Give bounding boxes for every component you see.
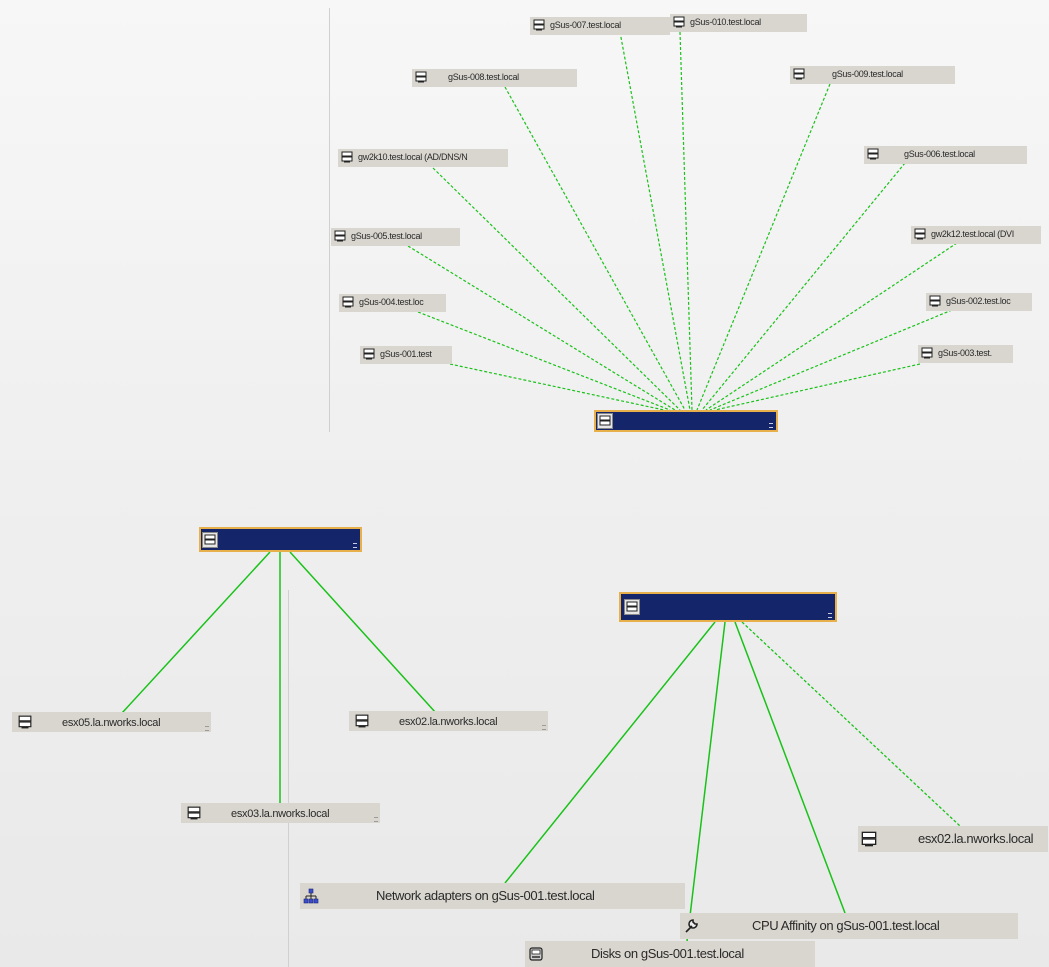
link [701, 162, 906, 411]
node-label: gSus-004.test.loc [359, 297, 424, 307]
node-gsus-003[interactable]: gSus-003.test. [918, 345, 1013, 363]
link [121, 551, 271, 714]
node-gsus-005[interactable]: gSus-005.test.local [331, 228, 460, 246]
hub-left[interactable] [199, 527, 362, 552]
link [289, 551, 437, 714]
node-gsus-001[interactable]: gSus-001.test [360, 346, 452, 364]
resize-grip[interactable] [828, 613, 832, 618]
link [417, 311, 671, 411]
resize-grip[interactable] [542, 725, 546, 730]
resize-grip[interactable] [353, 543, 357, 548]
pane-divider-top [329, 8, 330, 432]
node-label: gSus-009.test.local [832, 69, 903, 79]
server-icon [673, 16, 685, 28]
node-label: gSus-002.test.loc [946, 296, 1011, 306]
node-gsus-008[interactable]: gSus-008.test.local [412, 69, 577, 87]
link [684, 621, 726, 959]
node-esx05[interactable]: esx05.la.nworks.local [12, 712, 211, 732]
resize-grip[interactable] [769, 423, 773, 428]
node-esx02-right[interactable]: esx02.la.nworks.local [858, 826, 1048, 852]
pane-divider-bottom [288, 590, 289, 967]
node-label: gSus-001.test [380, 349, 432, 359]
server-icon [415, 71, 427, 83]
group-icon [597, 413, 613, 429]
node-label: gSus-005.test.local [351, 231, 422, 241]
link [705, 242, 958, 411]
link [714, 363, 921, 411]
node-label: esx05.la.nworks.local [62, 717, 161, 729]
node-label: esx02.la.nworks.local [399, 716, 498, 728]
link [709, 309, 953, 411]
server-icon [334, 230, 346, 242]
node-gw2k12[interactable]: gw2k12.test.local (DVI [911, 226, 1041, 244]
node-gsus-007[interactable]: gSus-007.test.local [530, 17, 670, 35]
server-icon [363, 348, 375, 360]
node-label: Disks on gSus-001.test.local [591, 946, 744, 961]
server-icon [342, 296, 354, 308]
group-icon [202, 532, 218, 548]
node-gsus-010[interactable]: gSus-010.test.local [670, 14, 807, 32]
hub-top[interactable] [594, 410, 778, 432]
node-label: Network adapters on gSus-001.test.local [376, 888, 595, 903]
server-icon [793, 68, 805, 80]
node-label: gSus-003.test. [938, 348, 992, 358]
node-cpu-affinity[interactable]: CPU Affinity on gSus-001.test.local [680, 913, 1018, 939]
resize-grip[interactable] [205, 726, 209, 731]
link [741, 621, 961, 827]
link [504, 621, 716, 884]
link [504, 86, 686, 411]
link [679, 31, 693, 411]
node-label: CPU Affinity on gSus-001.test.local [752, 918, 940, 933]
server-icon [929, 295, 941, 307]
node-label: gSus-007.test.local [550, 20, 621, 30]
server-icon [861, 831, 877, 847]
node-esx02-left[interactable]: esx02.la.nworks.local [349, 711, 548, 731]
node-gsus-002[interactable]: gSus-002.test.loc [926, 293, 1032, 311]
wrench-icon [685, 919, 698, 933]
hub-right[interactable] [619, 592, 837, 622]
link [619, 31, 691, 411]
server-icon [18, 715, 32, 729]
node-network-adapters[interactable]: Network adapters on gSus-001.test.local [300, 883, 685, 909]
server-icon [914, 228, 926, 240]
server-icon [341, 151, 353, 163]
link [407, 245, 676, 411]
server-icon [921, 347, 933, 359]
node-esx03[interactable]: esx03.la.nworks.local [181, 803, 380, 823]
link [432, 167, 681, 411]
node-label: gSus-006.test.local [904, 149, 975, 159]
network-icon [303, 888, 319, 904]
group-icon [624, 599, 640, 615]
link [696, 83, 831, 411]
server-icon [533, 19, 545, 31]
link [449, 363, 665, 411]
node-label: gSus-010.test.local [690, 17, 761, 27]
node-label: esx02.la.nworks.local [918, 831, 1034, 846]
node-gsus-006[interactable]: gSus-006.test.local [864, 146, 1027, 164]
disk-icon [529, 947, 543, 961]
node-label: gw2k12.test.local (DVI [931, 229, 1014, 239]
server-icon [867, 148, 879, 160]
node-gw2k10[interactable]: gw2k10.test.local (AD/DNS/N [338, 149, 508, 167]
node-disks[interactable]: Disks on gSus-001.test.local [525, 941, 815, 967]
node-label: esx03.la.nworks.local [231, 808, 330, 820]
node-label: gSus-008.test.local [448, 72, 519, 82]
node-gsus-009[interactable]: gSus-009.test.local [790, 66, 955, 84]
node-gsus-004[interactable]: gSus-004.test.loc [339, 294, 446, 312]
server-icon [187, 806, 201, 820]
link [734, 621, 846, 914]
server-icon [355, 714, 369, 728]
node-label: gw2k10.test.local (AD/DNS/N [358, 152, 468, 162]
resize-grip[interactable] [374, 817, 378, 822]
